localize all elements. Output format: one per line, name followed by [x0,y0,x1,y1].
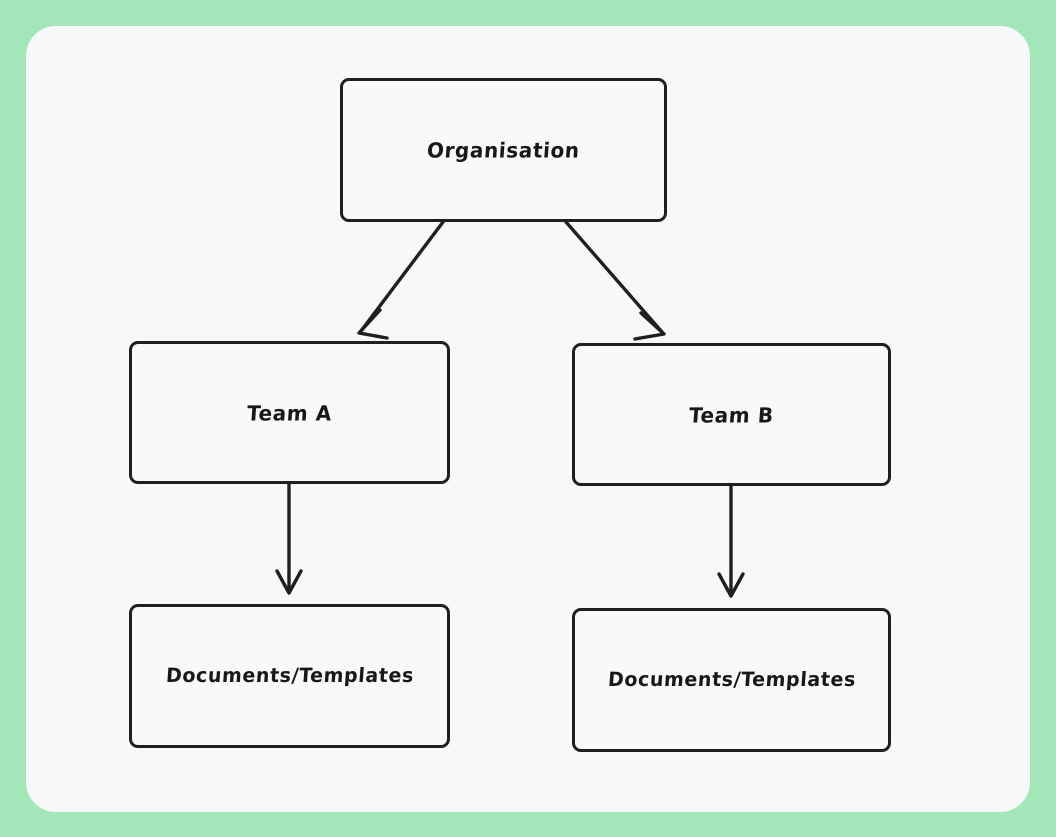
node-documents-right[interactable]: Documents/Templates [572,608,891,752]
node-team-b-label: Team B [688,402,775,427]
node-organisation[interactable]: Organisation [340,78,667,222]
node-team-b[interactable]: Team B [572,343,891,486]
node-documents-left-label: Documents/Templates [164,664,415,688]
node-team-a[interactable]: Team A [129,341,450,484]
node-team-a-label: Team A [246,400,333,425]
node-organisation-label: Organisation [426,137,581,163]
node-documents-left[interactable]: Documents/Templates [129,604,450,748]
node-documents-right-label: Documents/Templates [606,668,857,692]
